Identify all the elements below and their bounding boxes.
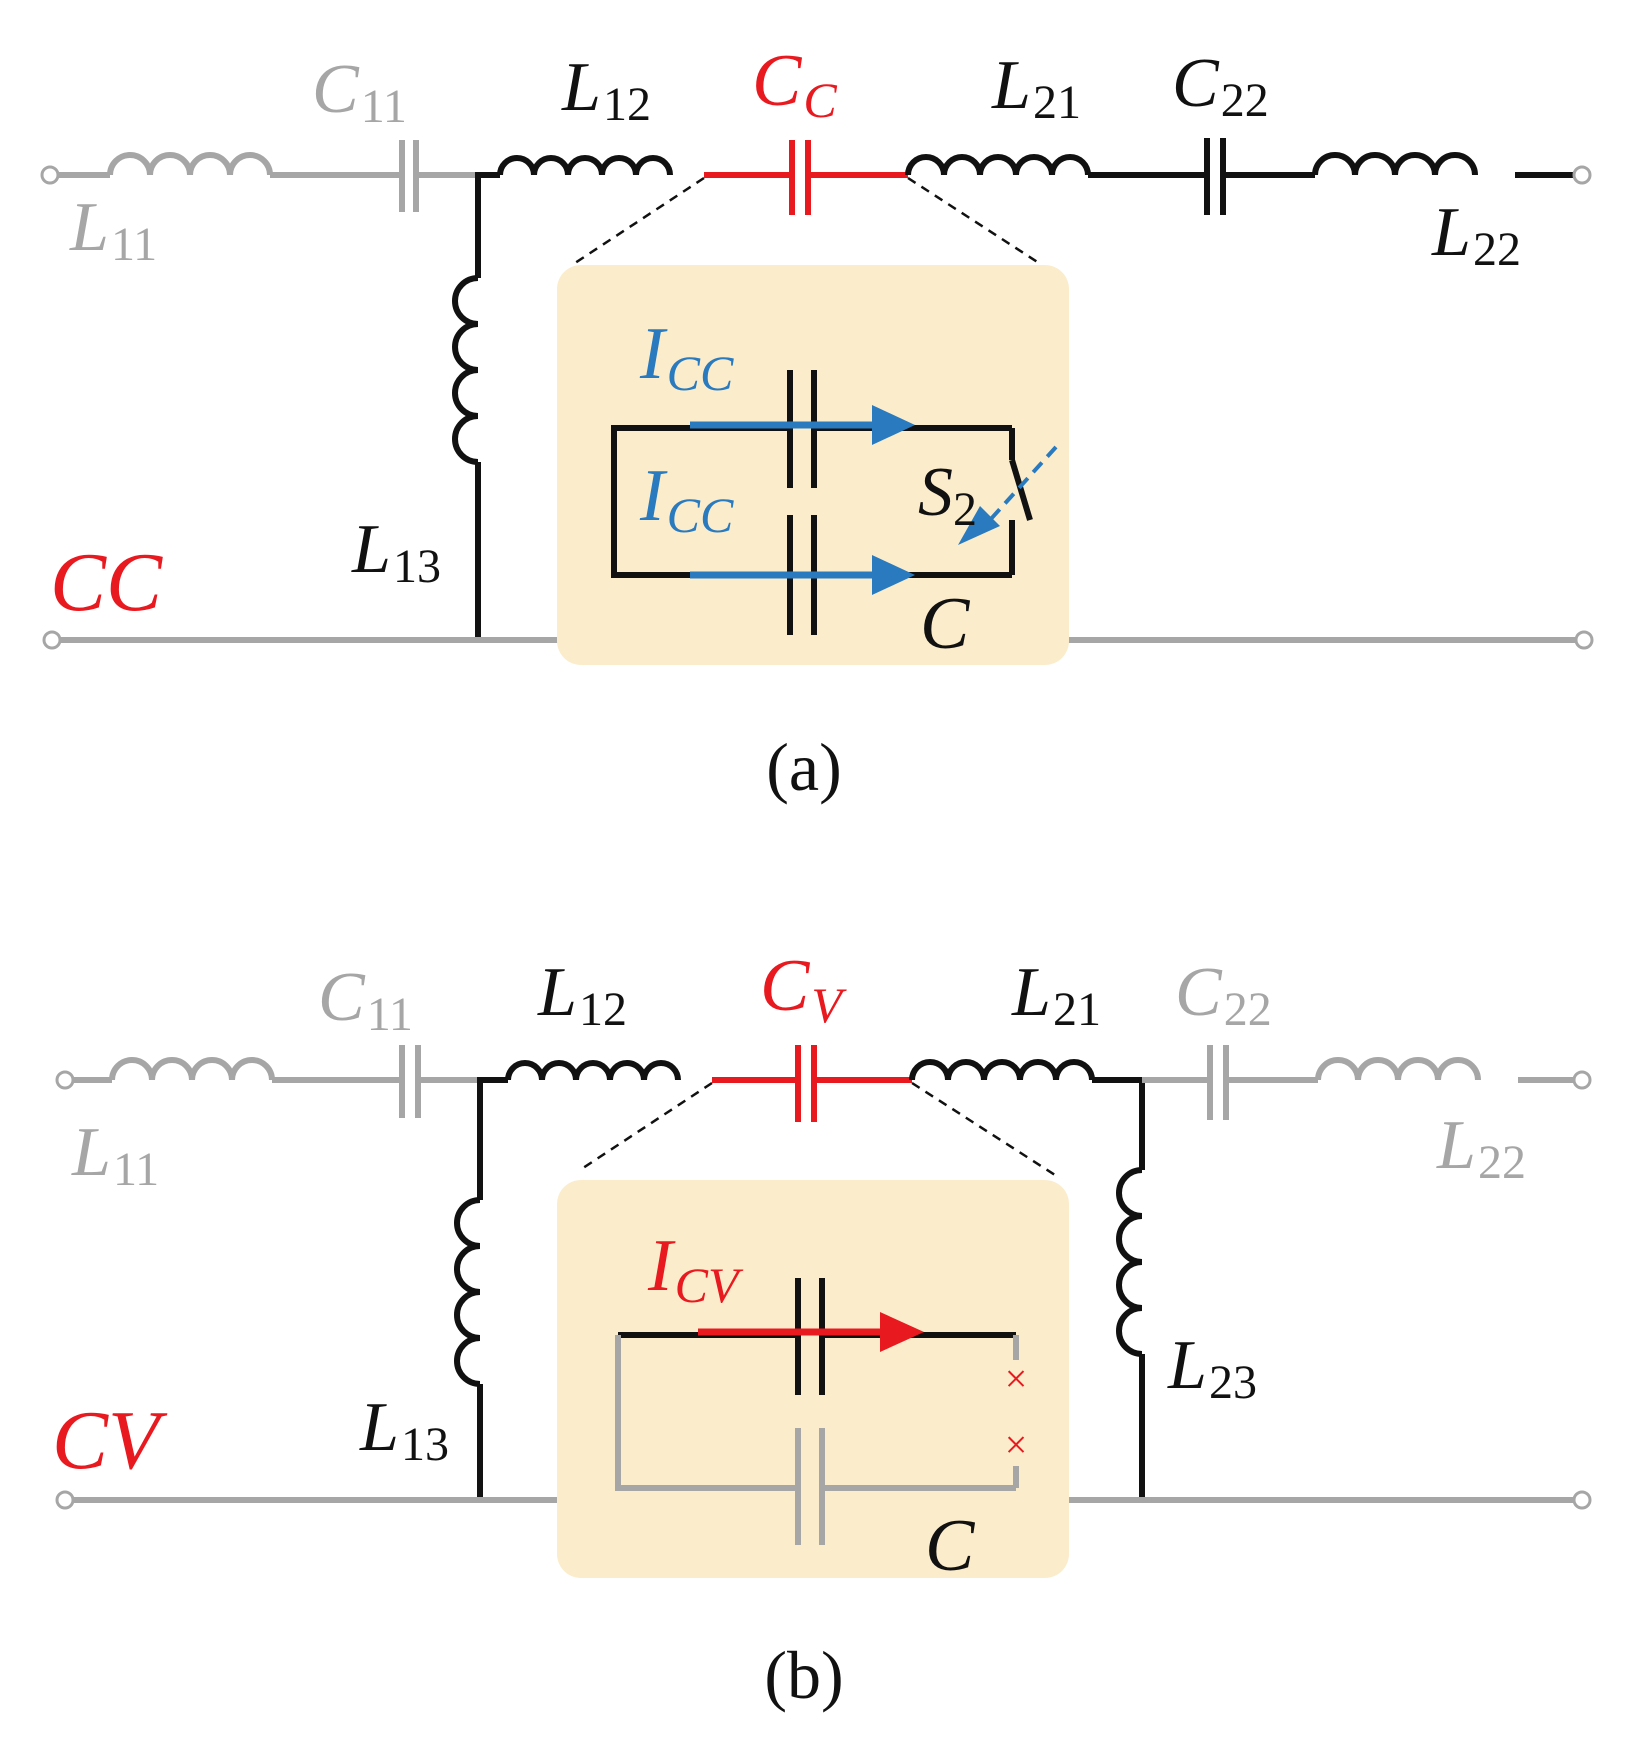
mode-label-cv: CV bbox=[52, 1394, 168, 1487]
label-switch-s2: S2 bbox=[918, 454, 977, 536]
label-l21-b: L21 bbox=[1011, 954, 1101, 1036]
zoom-line-left-b bbox=[579, 1081, 713, 1172]
current-arrow-icv bbox=[880, 1312, 924, 1352]
terminal-b-top-left bbox=[55, 1070, 75, 1090]
terminal-a-top-left bbox=[40, 165, 60, 185]
terminal-a-top-right bbox=[1572, 165, 1592, 185]
label-inset-c-a: C bbox=[920, 583, 971, 665]
inductor-l12 bbox=[497, 155, 673, 176]
inductor-l21-b bbox=[909, 1059, 1095, 1081]
label-c22: C22 bbox=[1172, 45, 1269, 127]
label-l13: L13 bbox=[351, 511, 441, 593]
terminal-b-bottom-left bbox=[55, 1490, 75, 1510]
inductor-l11-b bbox=[109, 1057, 275, 1081]
gray-branch-l11-c11 bbox=[40, 140, 478, 212]
label-current-icc-top: ICC bbox=[639, 313, 734, 401]
terminal-b-top-right bbox=[1572, 1070, 1592, 1090]
label-l23: L23 bbox=[1167, 1327, 1257, 1409]
label-l11: L11 bbox=[69, 189, 157, 271]
terminal-b-bottom-right bbox=[1572, 1490, 1592, 1510]
open-mark-bottom: × bbox=[1005, 1422, 1028, 1467]
inductor-l23 bbox=[1116, 1167, 1143, 1357]
label-cv-capacitor: CV bbox=[760, 945, 847, 1033]
current-arrow-bottom bbox=[872, 555, 915, 595]
label-l21: L21 bbox=[991, 47, 1081, 129]
caption-b: (b) bbox=[764, 1637, 843, 1713]
terminal-a-bottom-left bbox=[42, 630, 62, 650]
label-current-icc-bottom: ICC bbox=[639, 455, 734, 543]
label-c11-b: C11 bbox=[318, 959, 413, 1041]
zoom-line-left bbox=[571, 176, 705, 267]
zoom-line-right-b bbox=[911, 1081, 1056, 1177]
inductor-l22-b bbox=[1315, 1057, 1481, 1081]
label-l12: L12 bbox=[561, 49, 651, 131]
terminal-a-bottom-right bbox=[1574, 630, 1594, 650]
inductor-l13 bbox=[452, 275, 479, 465]
inductor-l12-b bbox=[505, 1060, 681, 1081]
inductor-l22 bbox=[1312, 152, 1478, 176]
inductor-l11 bbox=[107, 152, 273, 176]
current-arrow-top bbox=[872, 405, 915, 445]
inductor-l13-b bbox=[454, 1197, 481, 1387]
inductor-l21 bbox=[905, 154, 1091, 176]
panel-b: × × C11 L12 CV L21 C22 L11 L22 L13 L23 C… bbox=[52, 945, 1592, 1713]
label-current-icv: ICV bbox=[647, 1225, 744, 1313]
label-cc-capacitor: CC bbox=[752, 40, 837, 128]
caption-a: (a) bbox=[766, 729, 841, 805]
open-mark-top: × bbox=[1005, 1356, 1028, 1401]
label-c22-b: C22 bbox=[1175, 954, 1272, 1036]
label-inset-c-b: C bbox=[925, 1505, 976, 1587]
label-l22: L22 bbox=[1431, 194, 1521, 276]
mode-label-cc: CC bbox=[50, 536, 163, 629]
label-l11-b: L11 bbox=[71, 1114, 159, 1196]
panel-a: C11 L12 CC L21 C22 L11 L22 L13 CC ICC IC… bbox=[40, 40, 1594, 805]
switch-s2-blade bbox=[1009, 459, 1033, 521]
inset-box-b bbox=[557, 1180, 1069, 1578]
label-l13-b: L13 bbox=[359, 1389, 449, 1471]
zoom-line-right bbox=[907, 176, 1043, 267]
label-c11: C11 bbox=[312, 51, 407, 133]
label-l12-b: L12 bbox=[537, 954, 627, 1036]
label-l22-b: L22 bbox=[1436, 1107, 1526, 1189]
current-arrow-switch bbox=[958, 506, 1000, 545]
